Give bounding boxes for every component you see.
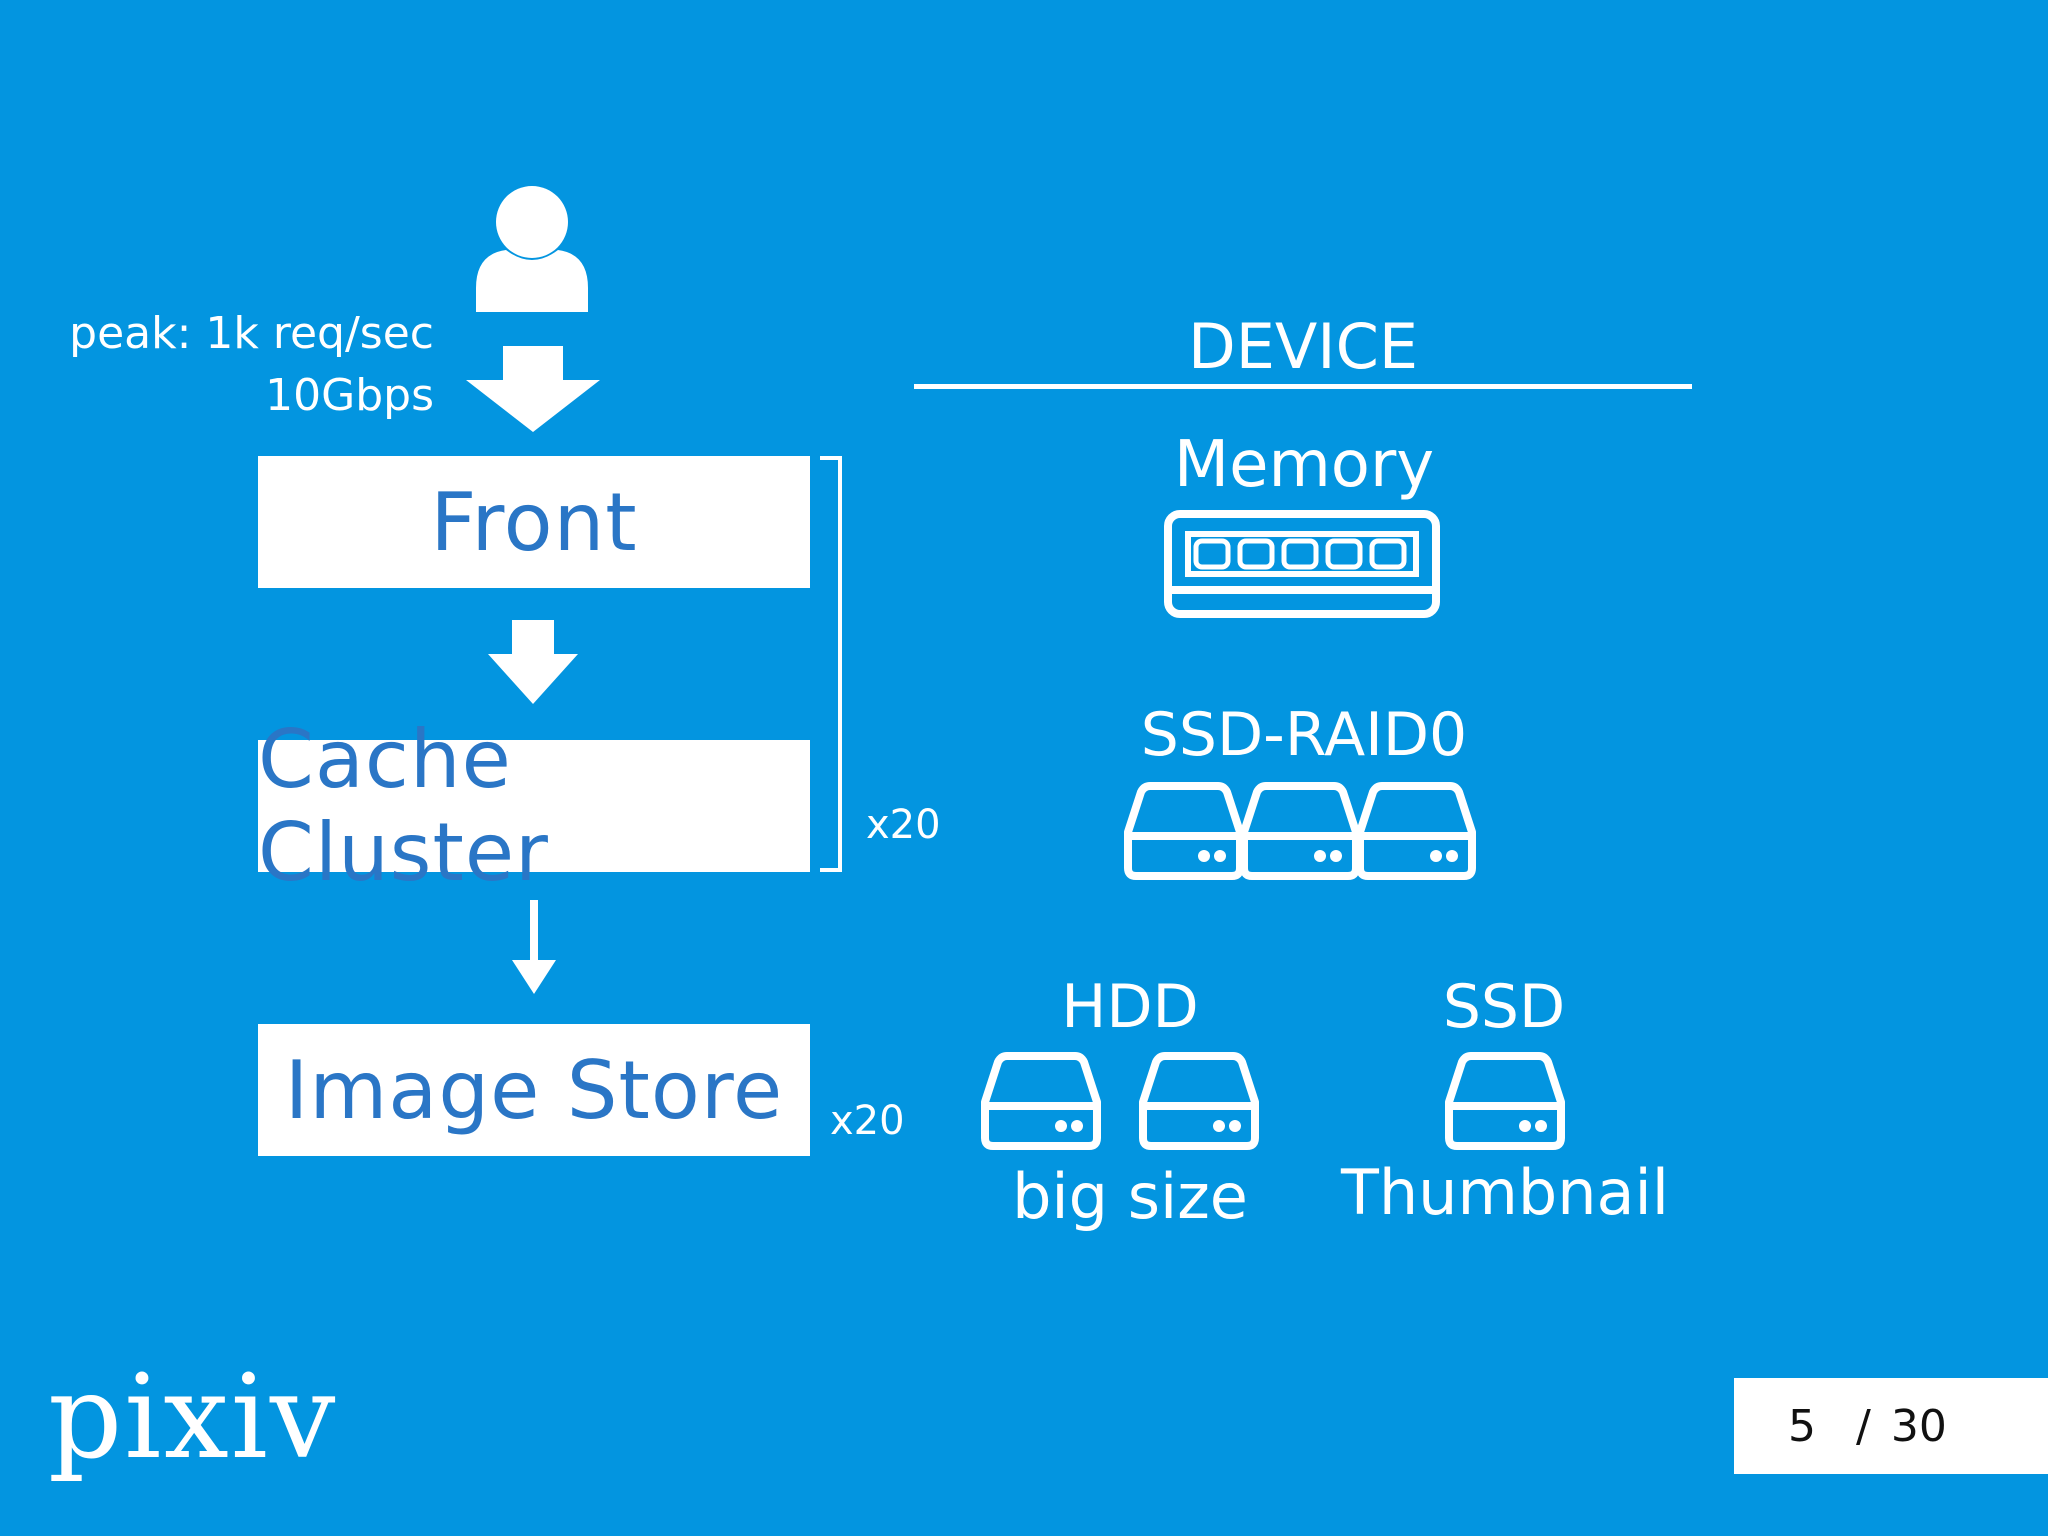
drive-icon [1124,782,1244,880]
memory-icon [1164,510,1440,618]
page-total: 30 [1890,1400,1947,1452]
down-arrow-icon [466,346,600,432]
hdd-caption: big size [1012,1160,1248,1233]
pixiv-logo: pixiv [48,1350,338,1485]
peak-label: peak: 1k req/sec [69,308,434,359]
page-separator: / [1856,1400,1871,1452]
page-current: 5 [1788,1400,1816,1452]
ssd-label: SSD [1442,972,1566,1042]
ssd-caption: Thumbnail [1341,1156,1669,1229]
ssd-raid0-label: SSD-RAID0 [1140,700,1468,770]
memory-label: Memory [1173,428,1435,502]
front-cache-multiplier: x20 [866,802,941,848]
drive-icon [1240,782,1360,880]
drive-icon [981,1052,1101,1150]
cache-cluster-box: Cache Cluster [258,713,810,899]
bandwidth-label: 10Gbps [265,370,434,421]
user-icon [476,186,588,312]
drive-icon [1356,782,1476,880]
thin-down-arrow-icon [512,900,556,994]
image-store-box: Image Store [258,1024,810,1156]
front-box: Front [258,456,810,588]
hdd-label: HDD [1061,972,1199,1042]
drive-icon [1445,1052,1565,1150]
down-arrow-icon [488,620,578,704]
device-heading: DEVICE [1187,310,1419,383]
image-store-multiplier: x20 [830,1098,905,1144]
device-divider [914,384,1692,389]
page-indicator: 5 / 30 [1734,1378,2048,1474]
group-bracket [820,456,842,872]
drive-icon [1139,1052,1259,1150]
